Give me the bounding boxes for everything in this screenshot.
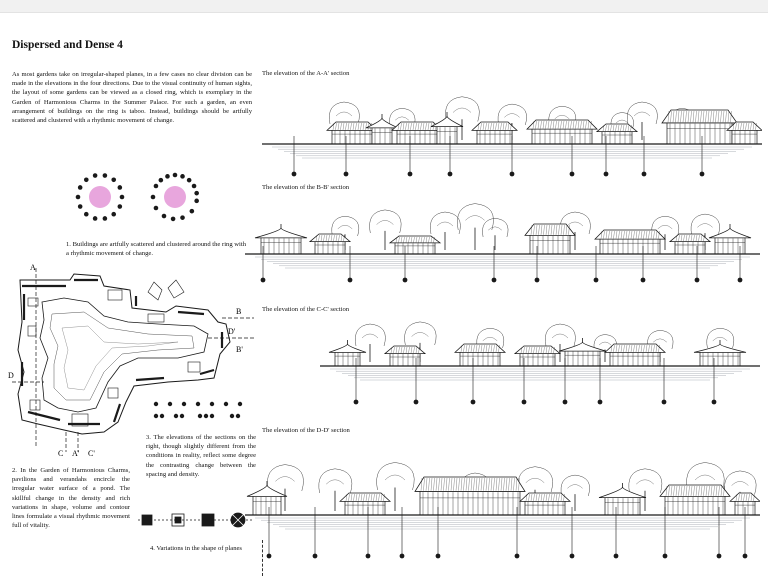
- vertical-dashed-line: [262, 540, 264, 576]
- plane-shape-variation-icon: [138, 512, 254, 528]
- caption-2: 2. In the Garden of Harmonious Charms, p…: [12, 467, 130, 530]
- elevation-sketch-d: [245, 462, 760, 559]
- plan-label-d2: D': [228, 327, 236, 336]
- elevation-label-a: The elevation of the A-A' section: [262, 70, 350, 77]
- caption-3: 3. The elevations of the sections on the…: [146, 434, 256, 478]
- plan-label-a: A: [30, 263, 36, 272]
- plan-label-c2: C': [88, 449, 95, 457]
- ring-dots-even-icon: [75, 173, 125, 221]
- caption-4: 4. Variations in the shape of planes: [150, 545, 242, 552]
- intro-paragraph: As most gardens take on irregular-shaped…: [12, 71, 252, 125]
- elevation-label-c: The elevation of the C-C' section: [262, 306, 350, 313]
- page-title: Dispersed and Dense 4: [12, 39, 123, 51]
- elevation-sketch-a: [262, 96, 762, 177]
- plan-label-b2: B': [236, 345, 243, 354]
- dot-row-icon: [153, 401, 243, 419]
- plan-label-b: B: [236, 307, 241, 316]
- plan-label-d: D: [8, 371, 14, 380]
- elevation-sketch-c: [320, 321, 760, 405]
- garden-plan-drawing: A B B' D' D C A' C': [8, 263, 254, 457]
- caption-1: 1. Buildings are artfully scattered and …: [66, 241, 246, 258]
- plan-label-a2: A': [72, 449, 80, 457]
- elevation-label-d: The elevation of the D-D' section: [262, 427, 350, 434]
- ring-diagrams: [75, 172, 199, 222]
- plan-label-c: C: [58, 449, 63, 457]
- elevation-label-b: The elevation of the B-B' section: [262, 184, 350, 191]
- elevation-sketch-b: [245, 203, 760, 283]
- ring-dots-clustered-icon: [150, 172, 199, 222]
- top-bar: [0, 0, 768, 13]
